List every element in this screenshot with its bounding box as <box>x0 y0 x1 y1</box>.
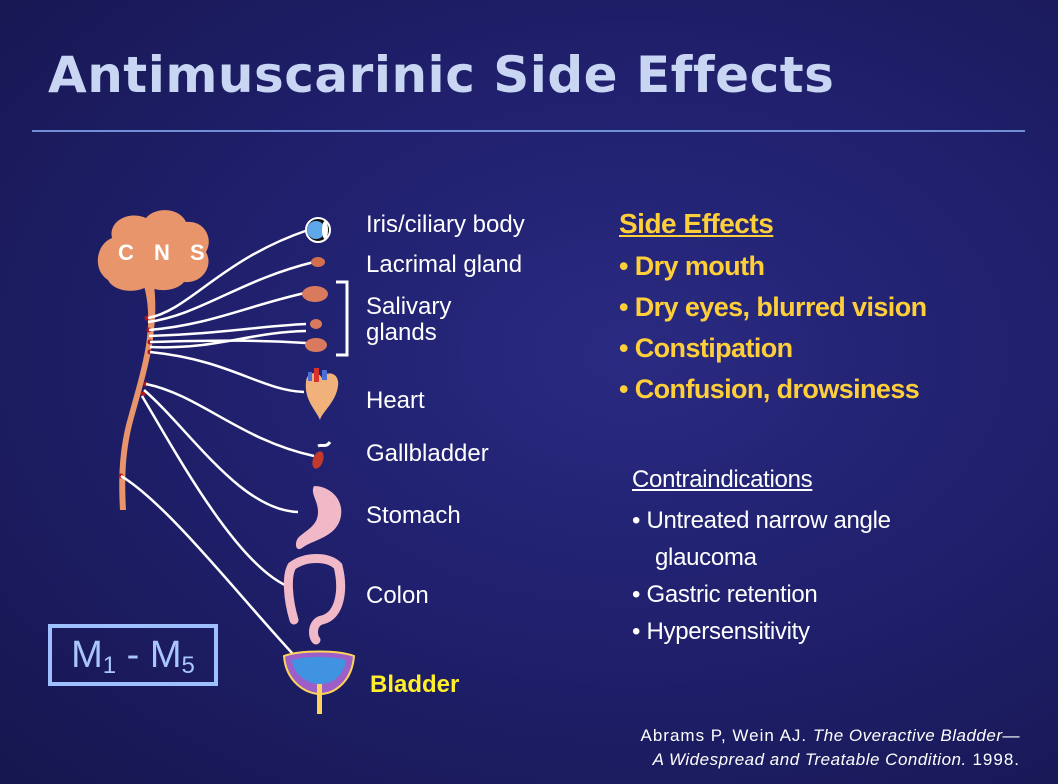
side-effects-heading: Side Effects <box>619 208 774 239</box>
gallbladder-icon <box>312 441 332 469</box>
colon-icon <box>283 554 346 645</box>
contraindications-panel: Contraindications • Untreated narrow ang… <box>632 466 891 650</box>
citation-authors: Abrams P, Wein AJ. <box>640 726 808 745</box>
citation-title-1: The Overactive Bladder— <box>812 726 1020 745</box>
label-colon: Colon <box>366 582 429 609</box>
stomach-icon <box>295 486 342 550</box>
eye-icon <box>305 217 331 243</box>
citation: Abrams P, Wein AJ. The Overactive Bladde… <box>641 724 1021 772</box>
salivary-bracket <box>336 280 349 357</box>
receptor-subtypes-box: M1 - M5 <box>48 624 218 686</box>
receptor-sub-1: 1 <box>102 652 117 679</box>
citation-line-1: Abrams P, Wein AJ. The Overactive Bladde… <box>641 724 1021 748</box>
side-effect-item: • Dry eyes, blurred vision <box>619 292 927 322</box>
side-effects-panel: Side Effects • Dry mouth • Dry eyes, blu… <box>619 208 927 410</box>
side-effect-item: • Confusion, drowsiness <box>619 374 920 404</box>
contraindication-item: • Gastric retention <box>632 581 818 608</box>
cns-label: C N S <box>118 240 212 265</box>
title-divider <box>32 130 1025 132</box>
citation-line-2: A Widespread and Treatable Condition. 19… <box>641 748 1021 772</box>
label-heart: Heart <box>366 387 425 414</box>
receptor-sub-2: 5 <box>181 652 195 679</box>
bladder-icon <box>282 650 356 714</box>
label-salivary-2: glands <box>366 319 437 346</box>
slide-title: Antimuscarinic Side Effects <box>48 46 835 104</box>
spinal-cord <box>119 286 156 510</box>
receptor-prefix-2: M <box>149 634 182 676</box>
lacrimal-gland-icon <box>311 257 325 267</box>
side-effect-item: • Dry mouth <box>619 251 765 281</box>
receptor-dash: - <box>116 634 150 676</box>
salivary-gland-icon <box>302 286 328 352</box>
contraindication-item: • Untreated narrow angle <box>632 507 891 534</box>
brain-icon <box>97 210 209 291</box>
citation-title-2: A Widespread and Treatable Condition. <box>652 750 967 769</box>
citation-year: 1998. <box>972 750 1020 769</box>
label-gallbladder: Gallbladder <box>366 440 489 467</box>
contraindications-heading: Contraindications <box>632 466 813 493</box>
label-iris: Iris/ciliary body <box>366 211 525 238</box>
contraindication-item-continuation: glaucoma <box>655 544 757 571</box>
label-stomach: Stomach <box>366 502 461 529</box>
receptor-prefix: M <box>71 634 103 676</box>
contraindication-item: • Hypersensitivity <box>632 618 810 645</box>
side-effect-item: • Constipation <box>619 333 793 363</box>
label-bladder: Bladder <box>370 671 460 698</box>
label-lacrimal: Lacrimal gland <box>366 251 523 278</box>
label-salivary-1: Salivary <box>366 293 452 320</box>
heart-icon <box>305 368 339 420</box>
nerve-fibers <box>120 228 315 669</box>
